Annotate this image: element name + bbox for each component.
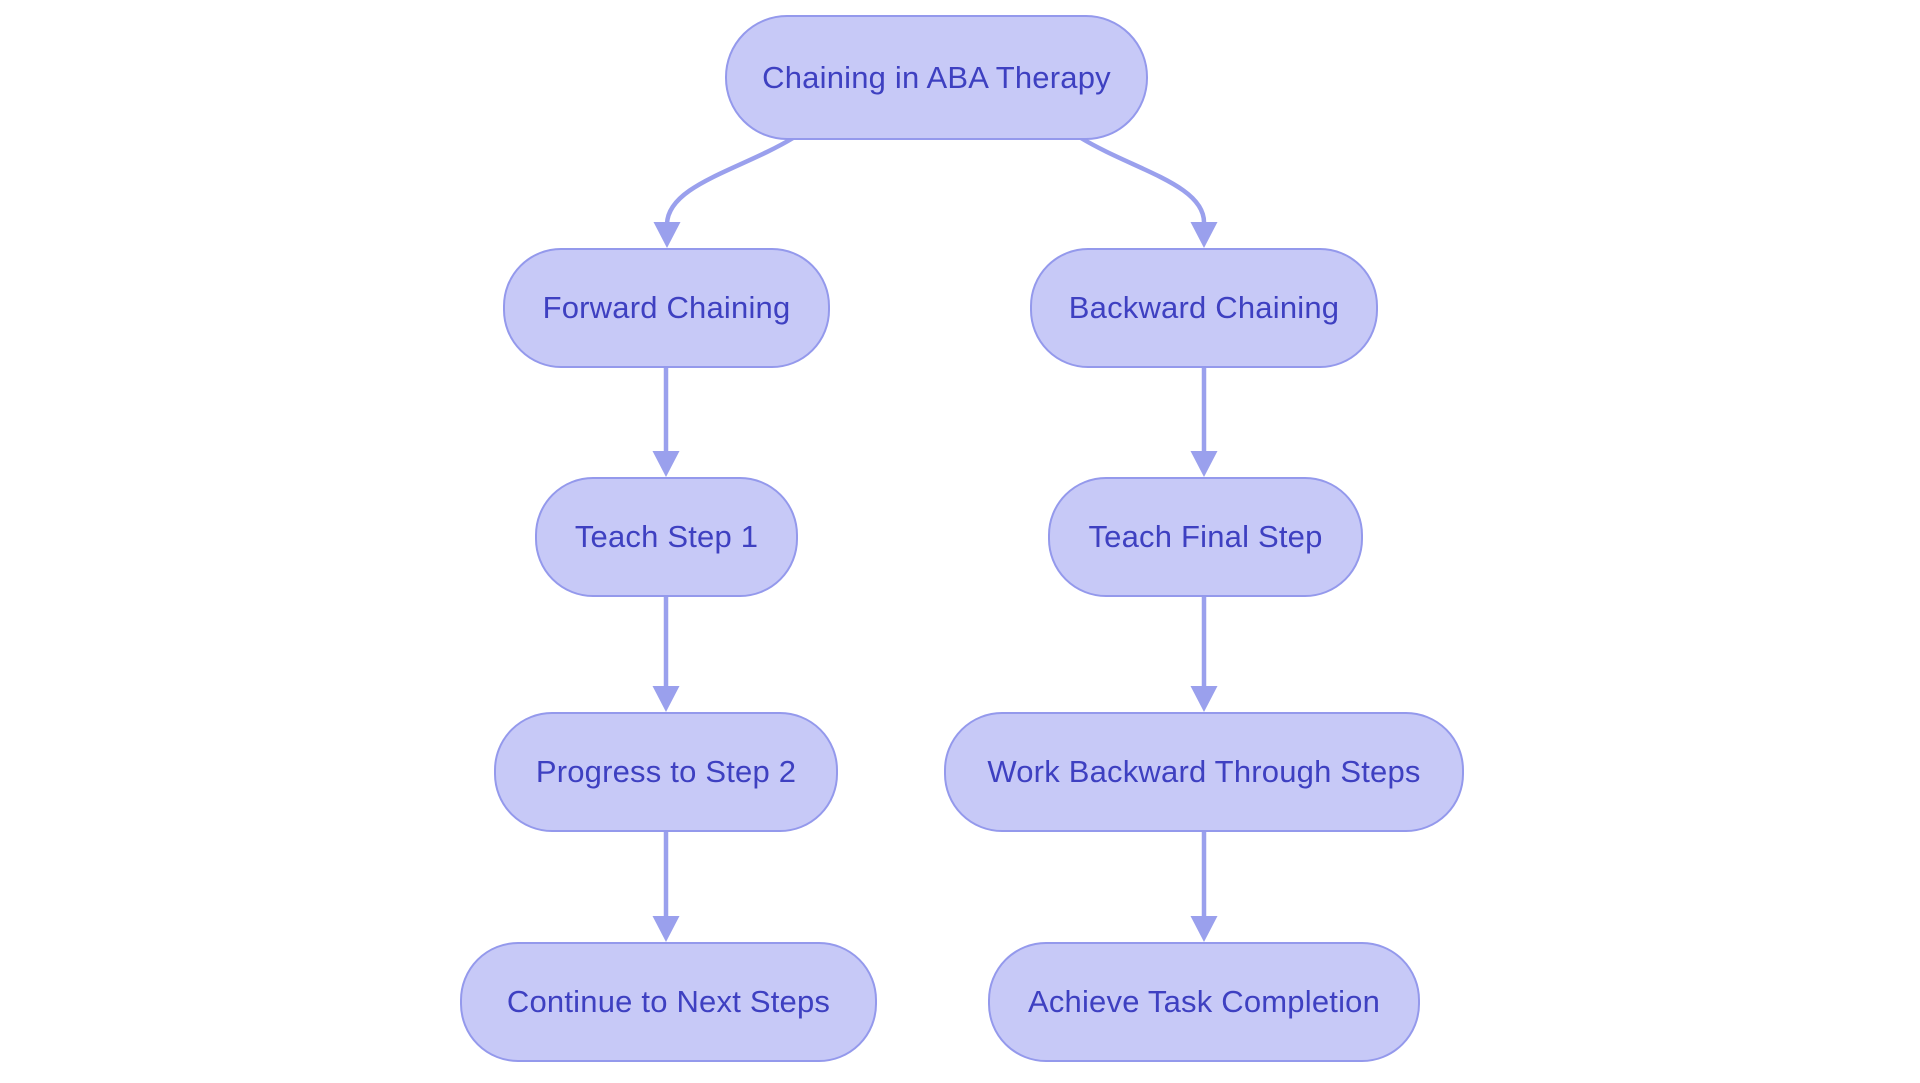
- arrowhead-icon: [1190, 451, 1218, 477]
- node-backward-chaining: Backward Chaining: [1030, 248, 1378, 368]
- node-label: Teach Step 1: [574, 519, 759, 554]
- edge-root-to-forward-chaining: [653, 136, 795, 248]
- arrowhead-icon: [652, 451, 680, 477]
- node-teach-step-1: Teach Step 1: [535, 477, 798, 597]
- node-label: Teach Final Step: [1088, 519, 1323, 554]
- node-forward-chaining: Forward Chaining: [503, 248, 830, 368]
- node-progress-to-step-2: Progress to Step 2: [494, 712, 838, 832]
- edge-teach-step-1-to-progress-to-step-2: [652, 595, 680, 712]
- node-achieve-task-completion: Achieve Task Completion: [988, 942, 1420, 1062]
- arrowhead-icon: [652, 916, 680, 942]
- node-teach-final-step: Teach Final Step: [1048, 477, 1363, 597]
- node-work-backward-through-steps: Work Backward Through Steps: [944, 712, 1464, 832]
- edge-progress-to-step-2-to-continue-to-next-steps: [652, 830, 680, 942]
- node-label: Achieve Task Completion: [1027, 984, 1381, 1019]
- node-label: Continue to Next Steps: [506, 984, 831, 1019]
- arrowhead-icon: [1190, 222, 1218, 248]
- edge-forward-chaining-to-teach-step-1: [652, 366, 680, 477]
- node-label: Progress to Step 2: [535, 754, 797, 789]
- edge-work-backward-through-steps-to-achieve-task-completion: [1190, 830, 1218, 942]
- node-label: Work Backward Through Steps: [987, 754, 1421, 789]
- edge-teach-final-step-to-work-backward-through-steps: [1190, 595, 1218, 712]
- arrowhead-icon: [652, 686, 680, 712]
- arrowhead-icon: [653, 222, 681, 248]
- edge-root-to-backward-chaining: [1079, 136, 1218, 248]
- arrowhead-icon: [1190, 686, 1218, 712]
- edge-backward-chaining-to-teach-final-step: [1190, 366, 1218, 477]
- node-chaining-in-aba-therapy: Chaining in ABA Therapy: [725, 15, 1148, 140]
- node-label: Backward Chaining: [1068, 290, 1340, 325]
- node-label: Chaining in ABA Therapy: [762, 59, 1111, 95]
- node-continue-to-next-steps: Continue to Next Steps: [460, 942, 877, 1062]
- node-label: Forward Chaining: [542, 290, 791, 325]
- arrowhead-icon: [1190, 916, 1218, 942]
